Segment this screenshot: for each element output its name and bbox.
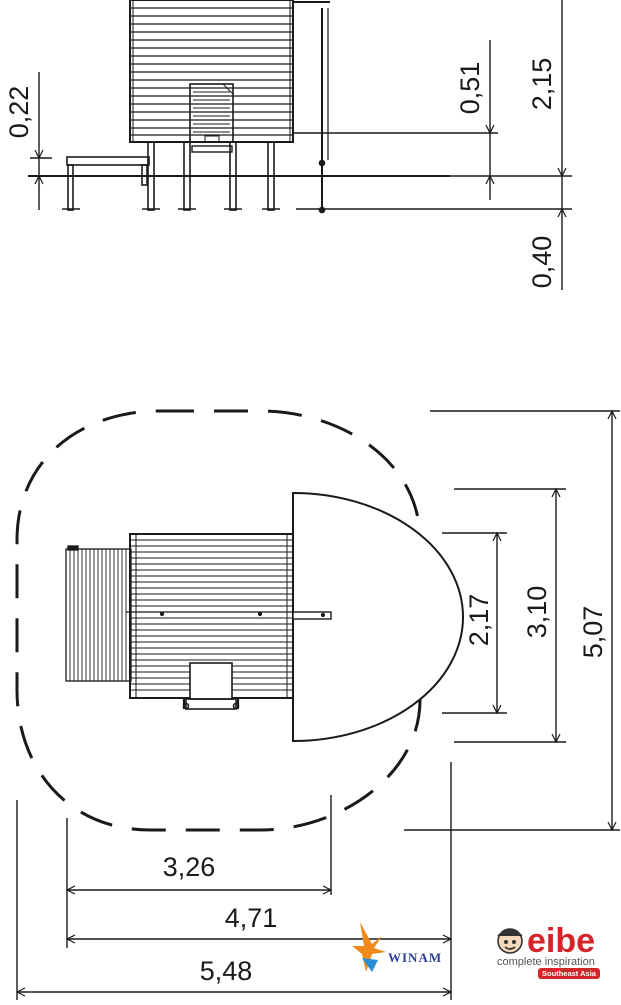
winam-wordmark: WINAM	[388, 950, 442, 965]
eibe-wordmark: eibe	[527, 922, 595, 960]
dim-length-house-label: 3,26	[163, 852, 216, 882]
side-bench	[62, 156, 150, 211]
side-legs	[142, 141, 280, 211]
winam-logo: WINAM	[352, 922, 442, 972]
dim-width-inner-label: 2,17	[464, 594, 494, 647]
eibe-region-badge	[538, 968, 600, 979]
side-door	[189, 83, 234, 143]
side-dimension-lines	[30, 0, 572, 290]
side-house-wall	[129, 0, 294, 143]
winam-figure-icon	[352, 922, 386, 972]
plan-view	[15, 409, 620, 1000]
plan-door	[182, 662, 240, 710]
eibe-tagline: complete inspiration	[497, 956, 595, 968]
plan-bench	[65, 545, 132, 682]
eibe-region-label: Southeast Asia	[542, 969, 597, 978]
dim-width-roof-label: 3,10	[522, 586, 552, 639]
side-step	[191, 145, 233, 153]
plan-roof-canopy	[292, 491, 464, 743]
dim-platform-offset-label: 0,51	[455, 62, 485, 115]
dim-total-height-label: 2,15	[527, 58, 557, 111]
dim-post-height-label: 0,22	[4, 86, 34, 139]
plan-post	[292, 611, 332, 620]
dim-length-with-roof-label: 4,71	[225, 903, 278, 933]
dim-width-safety-label: 5,07	[578, 606, 608, 659]
dim-foundation-depth-label: 0,40	[527, 236, 557, 289]
plan-dimension-lines-horizontal	[15, 762, 453, 1000]
side-view	[28, 0, 572, 290]
eibe-logo: eibe complete inspiration Southeast Asia	[497, 922, 600, 979]
safety-zone-outline	[15, 409, 422, 832]
dim-length-safety-label: 5,48	[200, 956, 253, 986]
plan-dimension-lines-vertical	[404, 409, 620, 832]
eibe-face-icon	[497, 928, 523, 954]
